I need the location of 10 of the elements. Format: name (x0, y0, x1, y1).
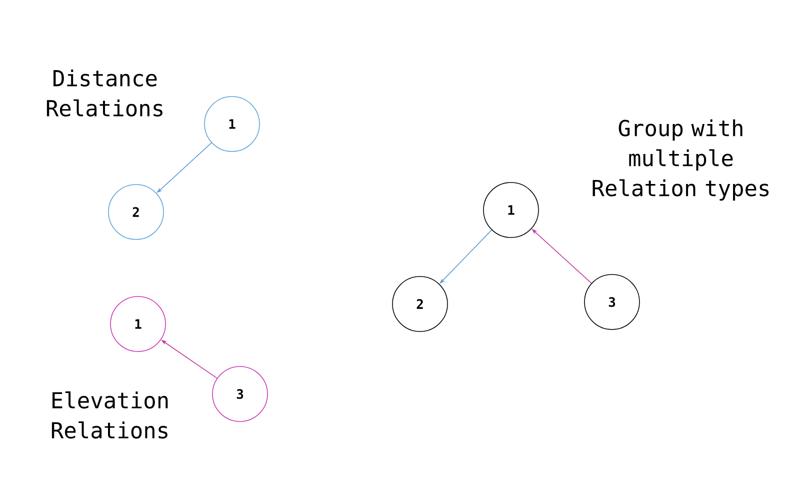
heading: Group with multiple Relation types (592, 119, 769, 201)
circle-node: 3 (212, 366, 268, 422)
heading: Elevation Relations (52, 391, 168, 439)
circle-node: 1 (483, 182, 539, 238)
circle-node: 2 (108, 184, 164, 240)
circle-node: 1 (110, 296, 166, 352)
circle-node: 3 (584, 274, 640, 330)
circle-node: 1 (204, 96, 260, 152)
heading: Distance Relations (46, 69, 162, 116)
circle-node: 2 (392, 276, 448, 332)
